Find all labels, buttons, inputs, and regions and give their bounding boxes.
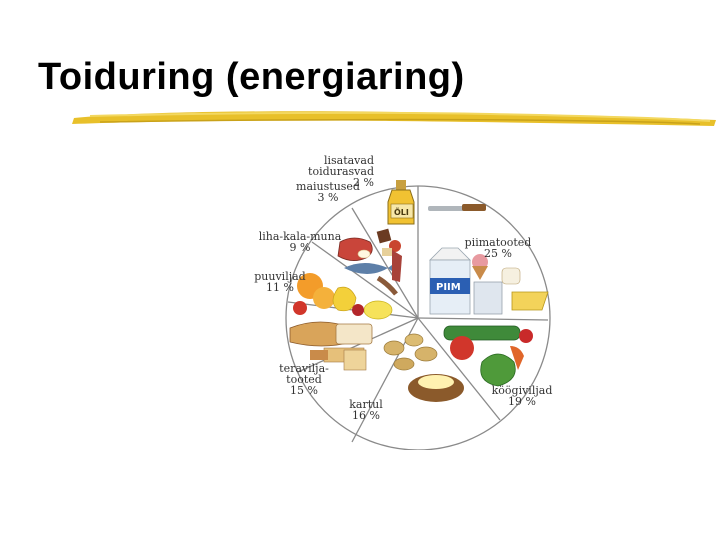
segment-label-cereals: teravilja- tooted 15 % [279,362,329,397]
svg-text:liha-kala-muna: liha-kala-muna [259,230,342,243]
svg-text:2 %: 2 % [353,176,374,189]
potatoes-icon [383,333,464,402]
dairy-products-icon [472,254,549,315]
svg-text:teravilja-: teravilja- [279,362,329,375]
slide-title: Toiduring (energiaring) [38,56,465,98]
svg-text:lisatavad: lisatavad [324,154,374,167]
oil-bottle-icon: ÕLI [387,180,415,225]
svg-text:15 %: 15 % [290,384,318,397]
svg-text:piimatooted: piimatooted [465,236,532,249]
segment-label-fruits: puuviljad 11 % [254,270,305,294]
svg-text:19 %: 19 % [508,395,536,408]
food-ring-diagram: ÕLI [254,154,553,450]
fruits-icon [293,273,393,320]
segment-label-sweets: maiustused 3 % [296,180,360,204]
milk-carton-label: PIIM [436,282,461,293]
ring-outline [285,185,551,450]
svg-text:16 %: 16 % [352,409,380,422]
svg-text:3 %: 3 % [318,191,339,204]
segment-label-meat-fish-egg: liha-kala-muna 9 % [259,230,342,254]
svg-text:köögiviljad: köögiviljad [492,384,553,397]
segment-label-potatoes: kartul 16 % [349,398,383,422]
butter-knife-icon [428,204,486,211]
svg-text:maiustused: maiustused [296,180,360,193]
title-underline [72,111,716,126]
svg-text:toidurasvad: toidurasvad [308,165,374,178]
meat-fish-egg-icon [337,237,402,296]
svg-text:11 %: 11 % [266,281,294,294]
svg-text:9 %: 9 % [290,241,311,254]
segment-label-dairy: piimatooted 25 % [465,236,532,260]
bread-cereal-icon [289,321,373,371]
vegetables-icon [443,325,533,387]
milk-carton-icon: PIIM [429,247,471,315]
segment-label-fats: lisatavad toidurasvad 2 % [308,154,374,189]
sweets-icon [376,228,401,256]
segment-label-vegetables: köögiviljad 19 % [492,384,553,408]
svg-text:25 %: 25 % [484,247,512,260]
svg-text:tooted: tooted [286,373,322,386]
oil-bottle-label: ÕLI [394,206,409,217]
svg-text:puuviljad: puuviljad [254,270,305,283]
svg-text:kartul: kartul [349,398,383,411]
